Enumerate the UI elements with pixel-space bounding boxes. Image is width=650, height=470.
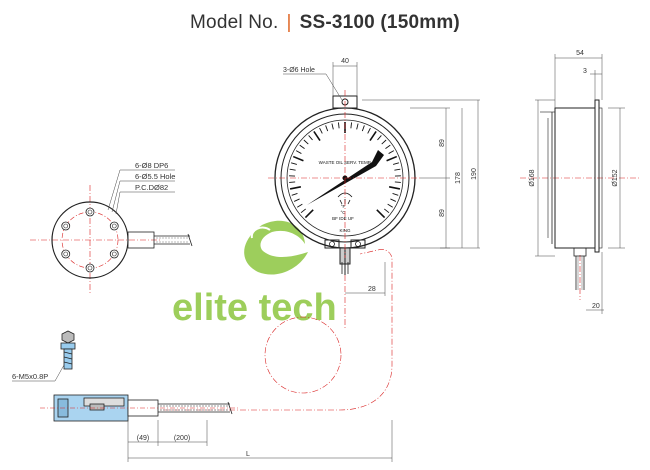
m5-leader [12, 364, 65, 382]
dial-tick [290, 162, 297, 165]
dial-tick [392, 193, 399, 196]
front-dim-labels: 40 3-Ø6 Hole 89 89 178 190 28 [283, 58, 478, 293]
dial-tick [356, 123, 359, 130]
dial-tick [299, 144, 305, 149]
dp6-callout: 6-Ø8 DP6 [135, 161, 168, 170]
dial-tick [308, 135, 313, 141]
dial-tick [319, 127, 323, 134]
dial-tick [394, 168, 401, 171]
flange-stem [127, 231, 193, 249]
flange-hole-inner [63, 223, 69, 229]
flange-holes [61, 207, 119, 273]
hole-callout: 3-Ø6 Hole [283, 67, 315, 74]
dial-tick [289, 185, 302, 190]
dial-tick [337, 122, 340, 129]
dial-tick [393, 162, 400, 165]
dial-unit-f: °F [341, 204, 346, 209]
dial-tick [291, 193, 298, 196]
dial-tick [390, 198, 397, 202]
dial-tick [381, 139, 387, 145]
gauge-needle [307, 150, 384, 205]
dim-89-top: 89 [439, 139, 446, 147]
dial-label: WASTE OIL SERV. TEMP. [319, 160, 372, 165]
watermark-logo: elite tech [172, 220, 337, 329]
dim-40: 40 [341, 58, 349, 65]
dial-unit-range: BF IDE UF [332, 216, 354, 221]
dial-tick [377, 135, 382, 141]
dial-tick [361, 125, 365, 132]
flange-hole [61, 221, 71, 231]
flange-hole [61, 249, 71, 259]
probe-dimensions [127, 420, 393, 462]
dial-tick [369, 130, 377, 142]
flange-hole-inner [87, 209, 93, 215]
dial-tick [303, 139, 309, 145]
flange-leaders [107, 169, 175, 215]
flange-hole-inner [111, 223, 117, 229]
flange-labels: 6-Ø8 DP6 6-Ø5.5 Hole P.C.DØ82 [135, 161, 175, 192]
title-prefix: Model No. [190, 12, 279, 33]
dim-3: 3 [583, 68, 587, 75]
front-dimensions [283, 62, 480, 296]
dial-tick [297, 203, 303, 208]
hole55-callout: 6-Ø5.5 Hole [135, 172, 175, 181]
flange-hole [85, 207, 95, 217]
title-separator: | [286, 12, 292, 33]
dial-tick [300, 208, 307, 214]
dim-d168: Ø168 [529, 169, 536, 186]
flange-hole-inner [87, 265, 93, 271]
dim-L: L [246, 451, 250, 458]
dial-tick [350, 122, 353, 129]
dim-49: (49) [137, 435, 149, 442]
flange-hole [85, 263, 95, 273]
model-number: SS-3100 (150mm) [299, 12, 460, 33]
dim-190: 190 [471, 168, 478, 180]
flange-hole-inner [63, 251, 69, 257]
bolt-detail [60, 330, 76, 370]
dial-tick [367, 127, 371, 134]
gauge-side-view [540, 99, 603, 290]
dial-tick [325, 125, 329, 132]
dim-28: 28 [368, 286, 376, 293]
dial-tick [331, 123, 334, 130]
dial-tick [383, 208, 390, 214]
dim-89-bottom: 89 [439, 209, 446, 217]
flange-hole [109, 249, 119, 259]
dial-unit-c: °C [340, 210, 346, 215]
probe-dim-labels: (49) (200) L [137, 435, 250, 458]
dim-200: (200) [174, 435, 190, 442]
dial-tick [293, 198, 300, 202]
dial-tick [387, 203, 393, 208]
watermark-text: elite tech [172, 287, 337, 329]
dial-tick [388, 150, 395, 154]
dial-tick [385, 144, 391, 149]
page-title: Model No. | SS-3100 (150mm) [0, 12, 650, 34]
side-dimensions [535, 54, 625, 314]
flange-hole [109, 221, 119, 231]
m5-callout: 6-M5x0.8P [12, 372, 48, 381]
centerlines [30, 90, 640, 411]
dial-tick [313, 130, 321, 142]
dial-tick [295, 150, 302, 154]
dial-tick [376, 209, 386, 219]
dial-tick [386, 155, 398, 162]
dim-d152: Ø152 [612, 169, 619, 186]
pcd-callout: P.C.DØ82 [135, 183, 168, 192]
dim-20: 20 [592, 303, 600, 310]
dial-tick [388, 185, 401, 190]
dial-tick [292, 155, 304, 162]
flange-hole-inner [111, 251, 117, 257]
dim-178: 178 [455, 172, 462, 184]
dial-tick [289, 168, 296, 171]
dial-tick [304, 209, 314, 219]
dim-54: 54 [576, 50, 584, 57]
side-dim-labels: 54 3 Ø168 Ø152 20 [529, 50, 619, 310]
